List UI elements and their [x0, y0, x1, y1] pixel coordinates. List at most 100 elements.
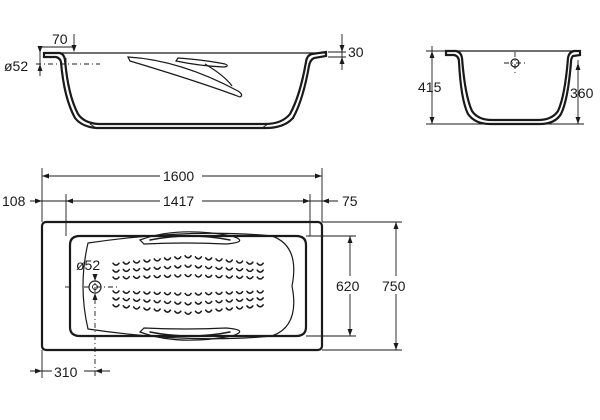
dimension-arrow — [322, 198, 329, 204]
anti-slip-mark — [132, 260, 141, 264]
plan-view: ø52 1600 1417 108 75 620 — [2, 166, 412, 380]
anti-slip-mark — [112, 304, 120, 308]
anti-slip-mark — [184, 302, 192, 306]
anti-slip-mark — [184, 255, 192, 259]
anti-slip-mark — [163, 291, 172, 296]
anti-slip-mark — [163, 274, 172, 279]
anti-slip-mark — [194, 265, 203, 269]
plan-grip-top — [138, 231, 241, 245]
anti-slip-mark — [215, 258, 223, 262]
anti-slip-mark — [235, 275, 244, 280]
plan-basin-floor — [82, 232, 295, 340]
end-total-height-label: 415 — [418, 79, 442, 95]
anti-slip-mark — [122, 275, 131, 280]
anti-slip-mark — [132, 290, 141, 295]
anti-slip-mark — [256, 269, 264, 273]
anti-slip-mark — [174, 265, 182, 269]
anti-slip-mark — [204, 309, 213, 313]
anti-slip-mark — [122, 290, 131, 295]
side-view: ø52 70 30 — [4, 31, 364, 130]
anti-slip-mark — [235, 267, 244, 272]
anti-slip-mark — [246, 268, 254, 273]
dimension-arrow — [393, 222, 399, 229]
anti-slip-mark — [215, 274, 223, 279]
plan-grip-bottom-line — [149, 331, 231, 337]
anti-slip-mark — [204, 265, 213, 270]
dimension-arrow — [71, 45, 77, 52]
dimension-arrow — [315, 173, 322, 179]
dimension-arrow — [575, 63, 581, 70]
dimension-arrow — [429, 117, 435, 124]
label-background — [380, 276, 412, 294]
anti-slip-mark — [225, 275, 234, 279]
plan-total-width-label: 750 — [382, 278, 406, 294]
anti-slip-mark — [235, 260, 244, 264]
anti-slip-mark — [194, 310, 203, 314]
anti-slip-mark — [246, 297, 254, 302]
anti-slip-mark — [225, 259, 234, 263]
end-view: 415 360 — [418, 46, 594, 126]
side-offset-label: 70 — [52, 31, 68, 47]
anti-slip-mark — [194, 301, 203, 305]
anti-slip-mark — [112, 262, 120, 266]
anti-slip-mark — [204, 291, 213, 296]
side-view-handle-line — [204, 63, 233, 87]
anti-slip-mark — [194, 274, 203, 278]
anti-slip-mark — [256, 304, 264, 308]
end-view-body-outline — [444, 49, 582, 126]
anti-slip-mark — [225, 291, 234, 295]
dimension-arrow — [95, 368, 102, 374]
side-view-body-outline — [42, 50, 328, 130]
anti-slip-mark — [143, 291, 151, 295]
anti-slip-mark — [112, 276, 120, 280]
label-background — [160, 191, 202, 209]
anti-slip-mark — [153, 299, 161, 304]
anti-slip-mark — [184, 273, 192, 278]
plan-left-margin-label: 108 — [2, 193, 26, 209]
anti-slip-mark — [112, 269, 120, 273]
anti-slip-mark — [235, 290, 244, 295]
side-pipe-diameter-label: ø52 — [4, 58, 28, 74]
anti-slip-mark — [215, 308, 223, 312]
dimension-arrow — [303, 198, 310, 204]
dimension-arrow — [66, 198, 73, 204]
anti-slip-mark — [256, 297, 264, 301]
anti-slip-mark — [163, 257, 172, 261]
anti-slip-mark — [122, 261, 131, 265]
anti-slip-mark — [204, 300, 213, 305]
side-view-foot — [261, 123, 269, 129]
label-background — [52, 362, 84, 380]
dimension-arrow — [339, 57, 345, 64]
anti-slip-mark — [163, 300, 172, 305]
dimension-arrow — [37, 64, 43, 71]
anti-slip-mark — [184, 292, 192, 297]
anti-slip-mark — [143, 307, 151, 311]
anti-slip-mark — [256, 262, 264, 266]
anti-slip-mark — [215, 291, 223, 296]
plan-grip-bottom — [138, 327, 241, 341]
dimension-arrow — [92, 274, 98, 281]
plan-drain-offset-label: 310 — [54, 364, 78, 380]
anti-slip-mark — [215, 266, 223, 271]
anti-slip-mark — [163, 309, 172, 313]
anti-slip-mark — [112, 290, 120, 294]
side-view-handle — [126, 56, 243, 98]
anti-slip-mark — [132, 298, 141, 303]
anti-slip-mark — [184, 264, 192, 268]
anti-slip-mark — [122, 268, 131, 273]
anti-slip-mark — [174, 256, 182, 260]
dimension-arrow — [42, 173, 49, 179]
dimension-arrow — [37, 46, 43, 53]
anti-slip-mark — [163, 265, 172, 270]
anti-slip-mark — [246, 290, 254, 295]
dimension-arrow — [393, 343, 399, 350]
side-view-handle-inner — [175, 57, 228, 68]
anti-slip-mark — [112, 297, 120, 301]
dimension-arrow — [347, 329, 353, 336]
plan-right-margin-label: 75 — [342, 193, 358, 209]
end-inner-height-label: 360 — [570, 85, 594, 101]
anti-slip-mark — [132, 267, 141, 272]
anti-slip-mark — [174, 310, 182, 314]
anti-slip-mark — [204, 257, 213, 261]
